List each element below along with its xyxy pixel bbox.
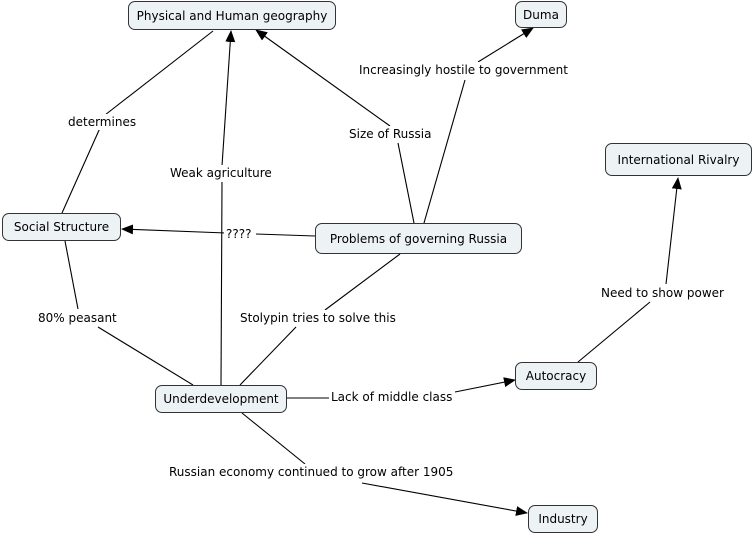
edge-problems-size bbox=[397, 142, 415, 224]
edge-underdev-stolypin bbox=[239, 326, 297, 386]
edge-hostile-duma bbox=[477, 27, 534, 63]
edge-problems-hostile bbox=[423, 79, 466, 224]
link-label-russian-economy: Russian economy continued to grow after … bbox=[167, 464, 456, 480]
edge-economy-industry bbox=[361, 482, 528, 516]
node-problems-of-governing-russia[interactable]: Problems of governing Russia bbox=[315, 223, 522, 254]
edge-autocracy-need bbox=[577, 301, 651, 363]
node-industry[interactable]: Industry bbox=[528, 505, 598, 533]
link-label-question-marks: ???? bbox=[224, 226, 254, 242]
edge-weakag-geography bbox=[221, 30, 236, 167]
edge-need-rivalry bbox=[665, 177, 682, 285]
node-international-rivalry[interactable]: International Rivalry bbox=[605, 143, 752, 176]
edge-social-determines bbox=[61, 127, 101, 214]
link-label-80-percent-peasant: 80% peasant bbox=[36, 310, 119, 326]
link-label-weak-agriculture: Weak agriculture bbox=[168, 165, 274, 181]
link-label-need-to-show-power: Need to show power bbox=[599, 285, 726, 301]
edge-underdev-weakag bbox=[220, 181, 223, 386]
edge-lack-autocracy bbox=[454, 377, 516, 393]
node-autocracy[interactable]: Autocracy bbox=[515, 362, 597, 390]
edge-peasant-underdev bbox=[97, 326, 194, 386]
edge-underdev-economy bbox=[241, 412, 306, 465]
link-label-determines: determines bbox=[66, 114, 139, 130]
edge-size-geography bbox=[255, 29, 391, 127]
link-label-increasingly-hostile: Increasingly hostile to government bbox=[357, 62, 570, 78]
edge-stolypin-problems bbox=[324, 253, 401, 311]
node-physical-human-geography[interactable]: Physical and Human geography bbox=[128, 1, 336, 30]
edge-social-peasant bbox=[64, 240, 79, 310]
link-label-stolypin: Stolypin tries to solve this bbox=[238, 310, 398, 326]
node-underdevelopment[interactable]: Underdevelopment bbox=[155, 385, 287, 413]
edge-problems-qm bbox=[255, 233, 316, 237]
node-duma[interactable]: Duma bbox=[515, 1, 567, 28]
edge-determines-geography bbox=[104, 30, 214, 116]
edge-qm-social bbox=[121, 224, 227, 235]
node-social-structure[interactable]: Social Structure bbox=[2, 213, 121, 241]
link-label-lack-of-middle-class: Lack of middle class bbox=[329, 389, 455, 405]
link-label-size-of-russia: Size of Russia bbox=[347, 126, 434, 142]
